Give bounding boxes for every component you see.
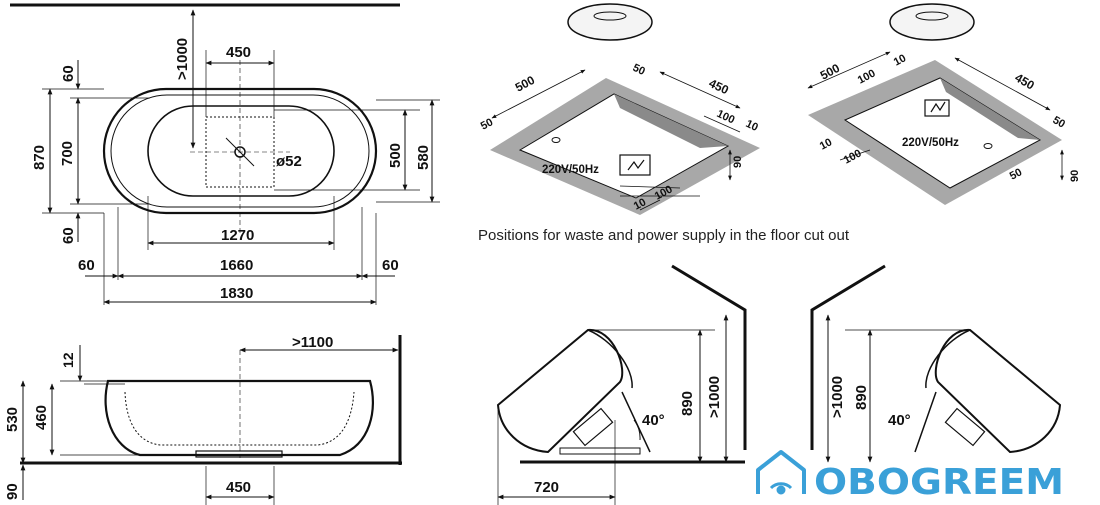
label-il-720: 720 [534, 479, 559, 496]
label-fl-50b: 50 [631, 62, 647, 78]
label-ir-angle: 40° [888, 412, 911, 429]
label-fl-power: 220V/50Hz [542, 164, 599, 176]
install-wall-right [810, 264, 886, 450]
label-60-top: 60 [60, 65, 77, 82]
plan-view-labels: >1000 450 60 870 700 60 500 580 ø52 1270… [31, 38, 432, 302]
tub-tilted-right [934, 328, 1062, 454]
tub-tilted-left [496, 328, 624, 454]
label-fr-90: 90 [1069, 170, 1081, 182]
label-530: 530 [4, 407, 21, 432]
floor-cutout-right: 500 100 10 450 50 10 100 50 90 220V/50Hz [807, 3, 1081, 205]
floor-cutout-caption: Positions for waste and power supply in … [478, 227, 850, 244]
label-il-890: 890 [679, 391, 696, 416]
tub-basin [147, 105, 335, 197]
label-ir-1000: >1000 [829, 376, 846, 418]
label-fl-10a: 10 [744, 118, 760, 134]
logo-text: OBOGREEM [814, 462, 1064, 503]
label-12: 12 [60, 352, 76, 368]
label-1660: 1660 [220, 257, 253, 274]
label-fl-100a: 100 [715, 108, 737, 127]
label-580: 580 [415, 145, 432, 170]
tub-side-profile [104, 379, 374, 457]
label-fr-100a: 100 [856, 67, 878, 86]
side-view-labels: >1100 12 530 460 90 450 [4, 334, 333, 500]
floor-cutout-left: 500 50 450 50 100 10 90 100 10 220V/50Hz [479, 3, 760, 215]
label-fr-100b: 100 [842, 147, 864, 166]
tub-inner-dashed [124, 391, 355, 446]
label-1270: 1270 [221, 227, 254, 244]
label-1000: >1000 [174, 38, 191, 80]
label-450-side: 450 [226, 479, 251, 496]
plan-view [10, 3, 440, 305]
install-view-right [810, 264, 1062, 463]
install-right-labels: >1000 890 40° [829, 376, 911, 429]
label-870: 870 [31, 145, 48, 170]
drain-base [195, 450, 283, 458]
power-box-left [619, 154, 651, 176]
label-460: 460 [33, 405, 50, 430]
tub-thumbnail-right [889, 3, 975, 41]
label-fr-power: 220V/50Hz [902, 137, 959, 149]
install-wall-left [671, 264, 747, 450]
tub-thumbnail-left [567, 3, 653, 41]
label-fr-500: 500 [818, 61, 843, 83]
label-il-angle: 40° [642, 412, 665, 429]
label-60-right: 60 [382, 257, 399, 274]
install-view-left [496, 264, 747, 505]
install-left-labels: 890 >1000 40° 720 [534, 376, 723, 496]
label-ir-890: 890 [853, 385, 870, 410]
label-90-side: 90 [4, 483, 21, 500]
brand-logo: OBOGREEM [756, 450, 1064, 503]
label-fr-10b: 10 [818, 136, 834, 152]
label-il-1000: >1000 [706, 376, 723, 418]
label-fl-500: 500 [513, 73, 538, 95]
label-fl-450: 450 [707, 76, 731, 97]
label-fl-50a: 50 [479, 116, 495, 132]
side-view [20, 335, 402, 505]
label-1100: >1100 [292, 334, 333, 351]
label-fr-450: 450 [1013, 70, 1038, 92]
label-fl-90: 90 [732, 156, 744, 168]
label-60-left: 60 [78, 257, 95, 274]
label-fr-50a: 50 [1051, 114, 1068, 131]
label-diameter-52: ø52 [276, 153, 302, 170]
label-700: 700 [59, 141, 76, 166]
house-wifi-icon [756, 450, 806, 495]
label-450-top: 450 [226, 44, 251, 61]
label-fl-10b: 10 [632, 196, 648, 212]
label-60-bottom: 60 [60, 227, 77, 244]
label-fr-10a: 10 [892, 52, 908, 68]
label-1830: 1830 [220, 285, 253, 302]
label-500: 500 [387, 143, 404, 168]
label-fr-50b: 50 [1008, 166, 1024, 182]
